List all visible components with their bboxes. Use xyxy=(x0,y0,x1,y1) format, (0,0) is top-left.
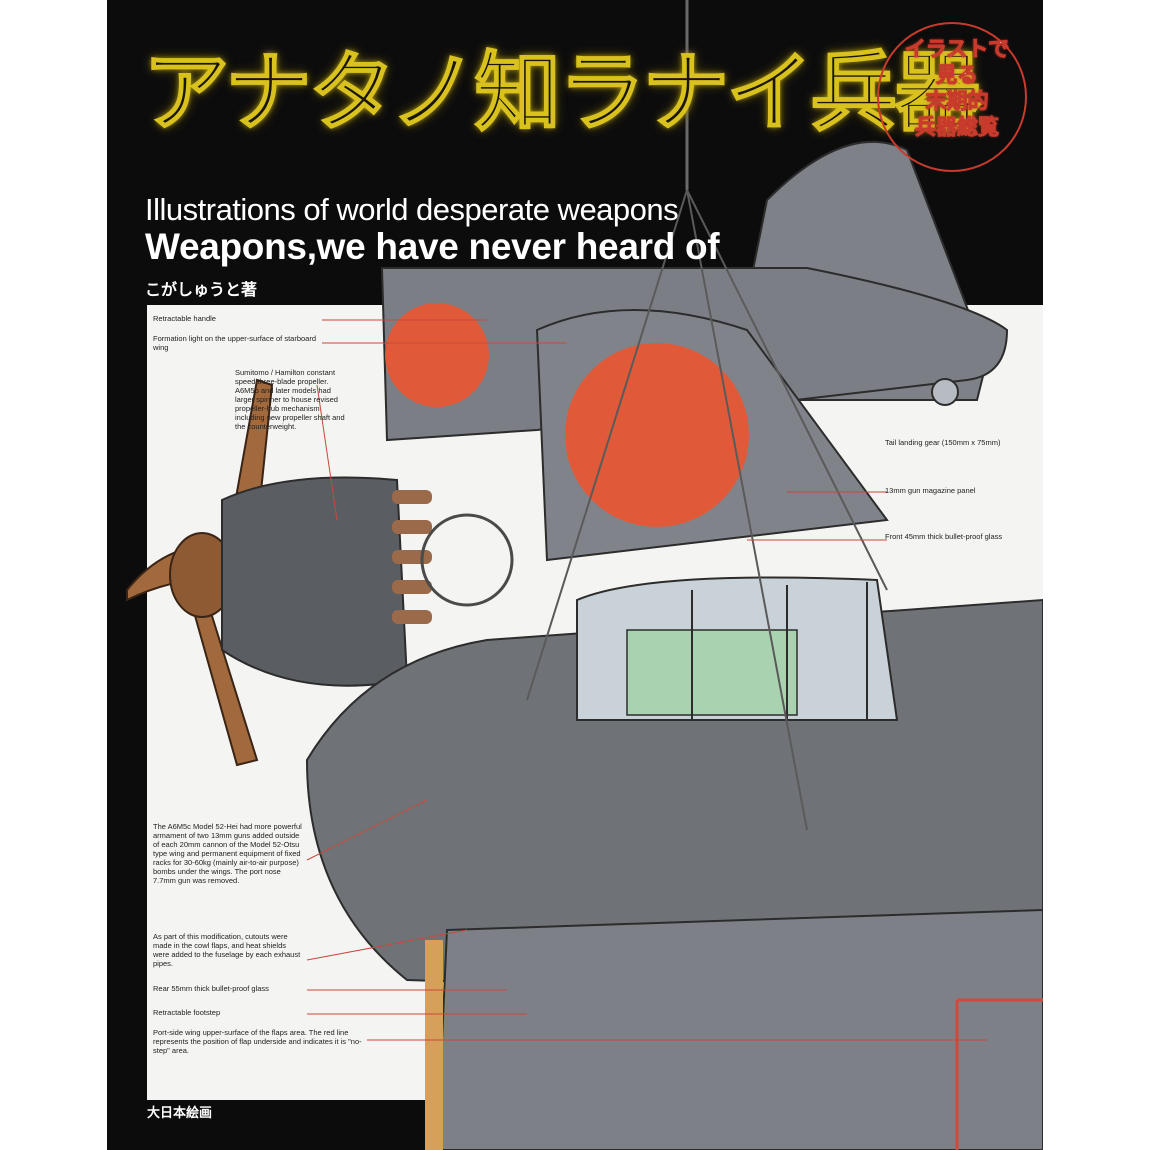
subtitle-stamp xyxy=(877,22,1027,172)
annotation-propeller: Sumitomo / Hamilton constant speed three… xyxy=(235,368,345,431)
annotation-front-glass: Front 45mm thick bullet-proof glass xyxy=(885,532,1003,541)
annotation-retractable-handle: Retractable handle xyxy=(153,314,216,323)
landing-gear-strut xyxy=(425,940,443,1150)
stamp-line: 兵器総覧 xyxy=(915,115,1000,140)
stamp-text: イラストで 見る 末期的 兵器総覧 xyxy=(897,36,1017,140)
publisher: 大日本絵画 xyxy=(147,1106,213,1121)
annotation-formation-light: Formation light on the upper-surface of … xyxy=(153,334,317,352)
annotation-no-step: Port-side wing upper-surface of the flap… xyxy=(153,1028,362,1055)
annotation-armament: The A6M5c Model 52-Hei had more powerful… xyxy=(153,822,302,885)
cockpit-interior xyxy=(626,629,798,716)
wing-hinomaru xyxy=(565,343,749,527)
annotation-cowl-flaps: As part of this modification, cutouts we… xyxy=(153,932,301,968)
annotation-rear-glass: Rear 55mm thick bullet-proof glass xyxy=(153,984,269,993)
english-title: Weapons,we have never heard of xyxy=(145,226,720,267)
leader-lines xyxy=(306,319,987,1041)
port-wing xyxy=(435,908,1043,1150)
no-step-line xyxy=(955,998,1043,1150)
engine-cylinders xyxy=(392,490,514,624)
stamp-line: 見る xyxy=(936,63,979,88)
aircraft-illustration xyxy=(126,0,1043,1150)
sling-cables xyxy=(526,189,888,831)
japanese-title: アナタノ知ラナイ兵器 xyxy=(142,42,982,144)
author: こがしゅうと著 xyxy=(145,280,258,299)
annotation-footstep: Retractable footstep xyxy=(153,1008,221,1017)
tail-wheel xyxy=(931,378,959,406)
engine-cowling xyxy=(221,476,409,687)
english-subtitle: Illustrations of world desperate weapons xyxy=(145,192,679,227)
stamp-line: 末期的 xyxy=(925,89,989,114)
annotation-gun-magazine: 13mm gun magazine panel xyxy=(885,486,976,495)
stamp-line: イラストで xyxy=(904,37,1010,62)
book-cover: アナタノ知ラナイ兵器 イラストで 見る 末期的 兵器総覧 Illustratio… xyxy=(107,0,1043,1150)
tail-hinomaru xyxy=(385,303,489,407)
annotation-tail-gear: Tail landing gear (150mm x 75mm) xyxy=(885,438,1001,447)
